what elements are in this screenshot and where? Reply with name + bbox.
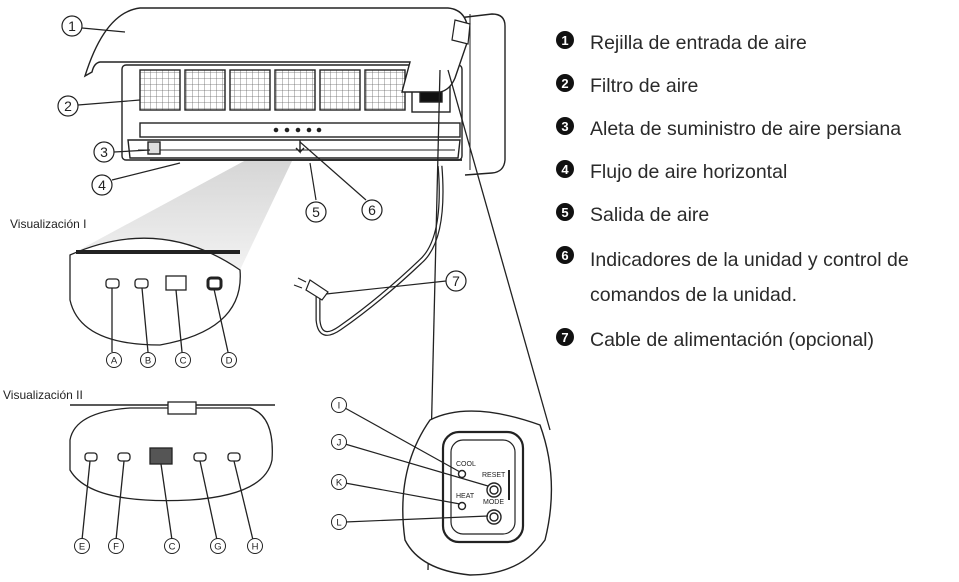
svg-text:J: J bbox=[337, 438, 342, 449]
control-panel-leaders bbox=[344, 407, 489, 523]
callout-4 bbox=[91, 174, 113, 196]
power-cable bbox=[315, 165, 444, 336]
display-2-letters: E F C G H bbox=[74, 538, 263, 554]
svg-text:2: 2 bbox=[64, 98, 72, 114]
air-filter bbox=[139, 69, 406, 111]
display-1-letters: A B C D bbox=[106, 352, 237, 368]
svg-text:L: L bbox=[336, 518, 341, 529]
legend-number: 3 bbox=[556, 117, 574, 135]
svg-text:F: F bbox=[113, 542, 119, 553]
legend-label: Aleta de suministro de aire persiana bbox=[590, 118, 902, 140]
control-panel-labels: COOL RESET HEAT MODE bbox=[456, 461, 506, 506]
callout-1 bbox=[61, 15, 83, 37]
display-1-caption: Visualización I bbox=[10, 217, 87, 231]
zoom-beam bbox=[70, 140, 302, 270]
display-1-zoom bbox=[69, 237, 241, 353]
legend-item-5: 5 Salida de aire bbox=[556, 200, 956, 231]
legend-item-4: 4 Flujo de aire horizontal bbox=[556, 157, 956, 188]
callout-3 bbox=[93, 141, 115, 163]
front-panel bbox=[83, 7, 469, 93]
callout-6 bbox=[361, 199, 383, 221]
callout-5 bbox=[305, 201, 327, 223]
legend-number: 1 bbox=[556, 31, 574, 49]
plug-icon bbox=[293, 277, 329, 301]
svg-text:H: H bbox=[252, 542, 259, 553]
legend-number: 5 bbox=[556, 203, 574, 221]
legend-label: Cable de alimentación (opcional) bbox=[590, 329, 874, 351]
legend-item-1: 1 Rejilla de entrada de aire bbox=[556, 28, 956, 59]
svg-text:HEAT: HEAT bbox=[456, 493, 475, 500]
svg-text:RESET: RESET bbox=[482, 472, 506, 479]
callouts: 1 2 3 4 5 6 7 bbox=[57, 15, 467, 295]
legend: 1 Rejilla de entrada de aire 2 Filtro de… bbox=[556, 28, 956, 368]
legend-item-6: 6 Indicadores de la unidad y control de … bbox=[556, 243, 956, 313]
svg-text:C: C bbox=[180, 356, 187, 367]
svg-text:5: 5 bbox=[312, 204, 320, 220]
legend-number: 7 bbox=[556, 328, 574, 346]
svg-text:7: 7 bbox=[452, 273, 460, 289]
callout-2 bbox=[57, 95, 79, 117]
legend-label: Salida de aire bbox=[590, 204, 710, 226]
svg-text:C: C bbox=[169, 542, 176, 553]
svg-text:MODE: MODE bbox=[483, 499, 504, 506]
svg-text:B: B bbox=[145, 356, 151, 367]
control-panel-zoom bbox=[402, 410, 553, 576]
svg-text:6: 6 bbox=[368, 202, 376, 218]
svg-text:E: E bbox=[79, 542, 85, 553]
svg-text:3: 3 bbox=[100, 144, 108, 160]
svg-text:1: 1 bbox=[68, 18, 76, 34]
display-2-caption: Visualización II bbox=[3, 388, 83, 402]
legend-number: 2 bbox=[556, 74, 574, 92]
legend-label: Flujo de aire horizontal bbox=[590, 161, 788, 183]
display-2-zoom bbox=[69, 401, 275, 541]
legend-number: 4 bbox=[556, 160, 574, 178]
svg-text:I: I bbox=[338, 401, 341, 412]
svg-text:4: 4 bbox=[98, 177, 106, 193]
svg-text:K: K bbox=[336, 478, 343, 489]
control-panel-letters: I J K L bbox=[331, 397, 347, 530]
svg-text:G: G bbox=[214, 542, 221, 553]
legend-label: Indicadores de la unidad y control de co… bbox=[590, 249, 909, 306]
svg-text:COOL: COOL bbox=[456, 461, 476, 468]
legend-item-7: 7 Cable de alimentación (opcional) bbox=[556, 325, 956, 356]
legend-item-2: 2 Filtro de aire bbox=[556, 71, 956, 102]
legend-item-3: 3 Aleta de suministro de aire persiana bbox=[556, 114, 956, 145]
svg-text:A: A bbox=[111, 356, 118, 367]
callout-7 bbox=[445, 270, 467, 292]
legend-label: Filtro de aire bbox=[590, 75, 699, 97]
legend-number: 6 bbox=[556, 246, 574, 264]
legend-label: Rejilla de entrada de aire bbox=[590, 32, 807, 54]
svg-text:D: D bbox=[226, 356, 233, 367]
